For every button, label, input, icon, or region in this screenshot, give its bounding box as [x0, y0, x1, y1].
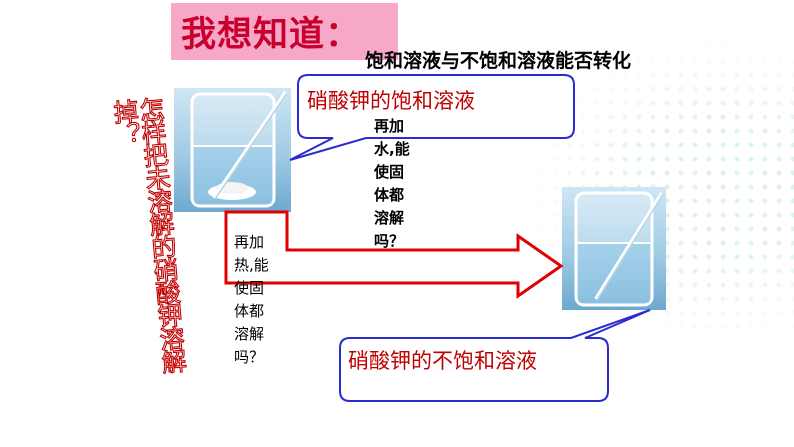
add-heat-line: 吗？ — [234, 348, 265, 366]
page-title: 我想知道： — [171, 3, 398, 60]
add-heat-question: 再加 热,能 使固 体都 溶解 吗？ — [234, 231, 282, 369]
add-water-line: 再加 — [374, 117, 405, 135]
unsaturated-beaker-image — [562, 187, 666, 310]
add-water-question: 再加 水,能 使固 体都 溶解 吗？ — [374, 115, 422, 253]
add-heat-line: 溶解 — [234, 325, 265, 343]
saturated-beaker-image — [174, 88, 291, 212]
add-water-line: 体都 — [374, 186, 405, 204]
add-water-line: 吗？ — [374, 232, 405, 250]
add-heat-line: 体都 — [234, 302, 265, 320]
page-subtitle: 饱和溶液与不饱和溶液能否转化 — [365, 50, 632, 72]
add-water-line: 使固 — [374, 163, 405, 181]
saturated-solution-label: 硝酸钾的饱和溶液 — [307, 89, 475, 113]
saturated-callout-bubble — [289, 74, 575, 161]
add-water-line: 水,能 — [374, 140, 410, 158]
add-heat-line: 热,能 — [234, 256, 269, 274]
unsaturated-solution-label: 硝酸钾的不饱和溶液 — [348, 349, 537, 373]
transformation-arrow — [224, 210, 564, 299]
add-heat-line: 再加 — [234, 233, 265, 251]
unsaturated-callout-bubble — [339, 309, 651, 402]
add-heat-line: 使固 — [234, 279, 265, 297]
add-water-line: 溶解 — [374, 209, 405, 227]
